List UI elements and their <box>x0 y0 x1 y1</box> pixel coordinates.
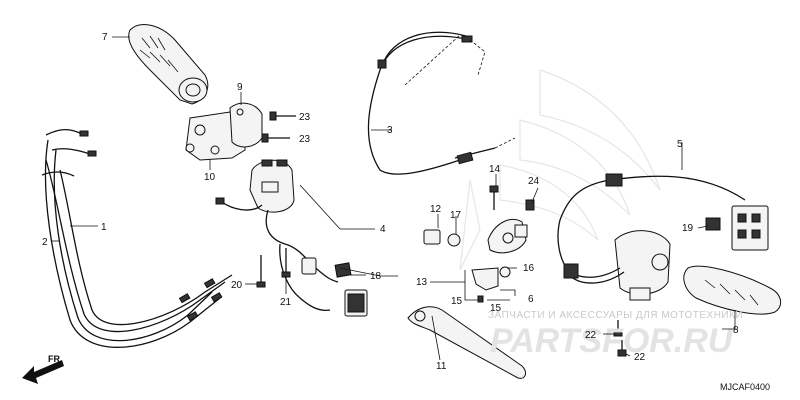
callout-14: 14 <box>489 164 501 175</box>
bolt-20 <box>256 255 266 288</box>
callout-9: 9 <box>237 82 243 93</box>
callout-12: 12 <box>430 204 442 215</box>
callout-18: 18 <box>370 271 382 282</box>
callout-24: 24 <box>528 176 540 187</box>
throttle-housing <box>185 102 263 161</box>
callout-labels: 1 2 3 4 5 6 7 8 9 10 11 12 13 14 15 15 1… <box>42 32 739 372</box>
screw-22-lower <box>617 340 627 357</box>
callout-3: 3 <box>387 125 393 136</box>
callout-21: 21 <box>280 297 292 308</box>
left-switch-housing <box>215 159 368 317</box>
callout-leaders <box>52 36 736 361</box>
callout-15a: 15 <box>451 296 463 307</box>
callout-11: 11 <box>436 361 447 372</box>
callout-15b: 15 <box>490 303 502 314</box>
callout-5: 5 <box>677 139 683 150</box>
throttle-cables <box>41 128 233 348</box>
right-grip <box>683 265 782 315</box>
throttle-grip <box>128 24 209 105</box>
wing-logo-watermark <box>459 69 661 271</box>
clutch-lever-holder <box>423 185 535 303</box>
callout-16: 16 <box>523 263 535 274</box>
catalog-code: MJCAF0400 <box>720 382 770 392</box>
callout-23a: 23 <box>299 112 311 123</box>
callout-2: 2 <box>42 237 48 248</box>
callout-17: 17 <box>450 210 462 221</box>
clutch-cable <box>367 31 516 175</box>
callout-19: 19 <box>682 223 694 234</box>
callout-4: 4 <box>380 224 386 235</box>
screw-23-lower <box>261 133 290 143</box>
callout-7: 7 <box>102 32 108 43</box>
callout-13: 13 <box>416 277 428 288</box>
callout-10: 10 <box>204 172 216 183</box>
front-direction-arrow: FR. <box>22 354 64 384</box>
screw-22-upper <box>613 320 623 337</box>
callout-22b: 22 <box>634 352 646 363</box>
front-direction-label: FR. <box>48 354 63 364</box>
callout-22a: 22 <box>585 330 597 341</box>
watermark-brand: PARTSFOR.RU <box>490 322 734 360</box>
callout-20: 20 <box>231 280 243 291</box>
clutch-lever <box>407 306 526 379</box>
bolt-21 <box>281 248 291 278</box>
right-switch-assembly <box>557 173 769 301</box>
callout-1: 1 <box>101 222 107 233</box>
watermark-tagline: ЗАПЧАСТИ И АКСЕССУАРЫ ДЛЯ МОТОТЕХНИКИ <box>488 310 743 321</box>
callout-6: 6 <box>528 294 534 305</box>
callout-23b: 23 <box>299 134 311 145</box>
callout-8: 8 <box>733 325 739 336</box>
